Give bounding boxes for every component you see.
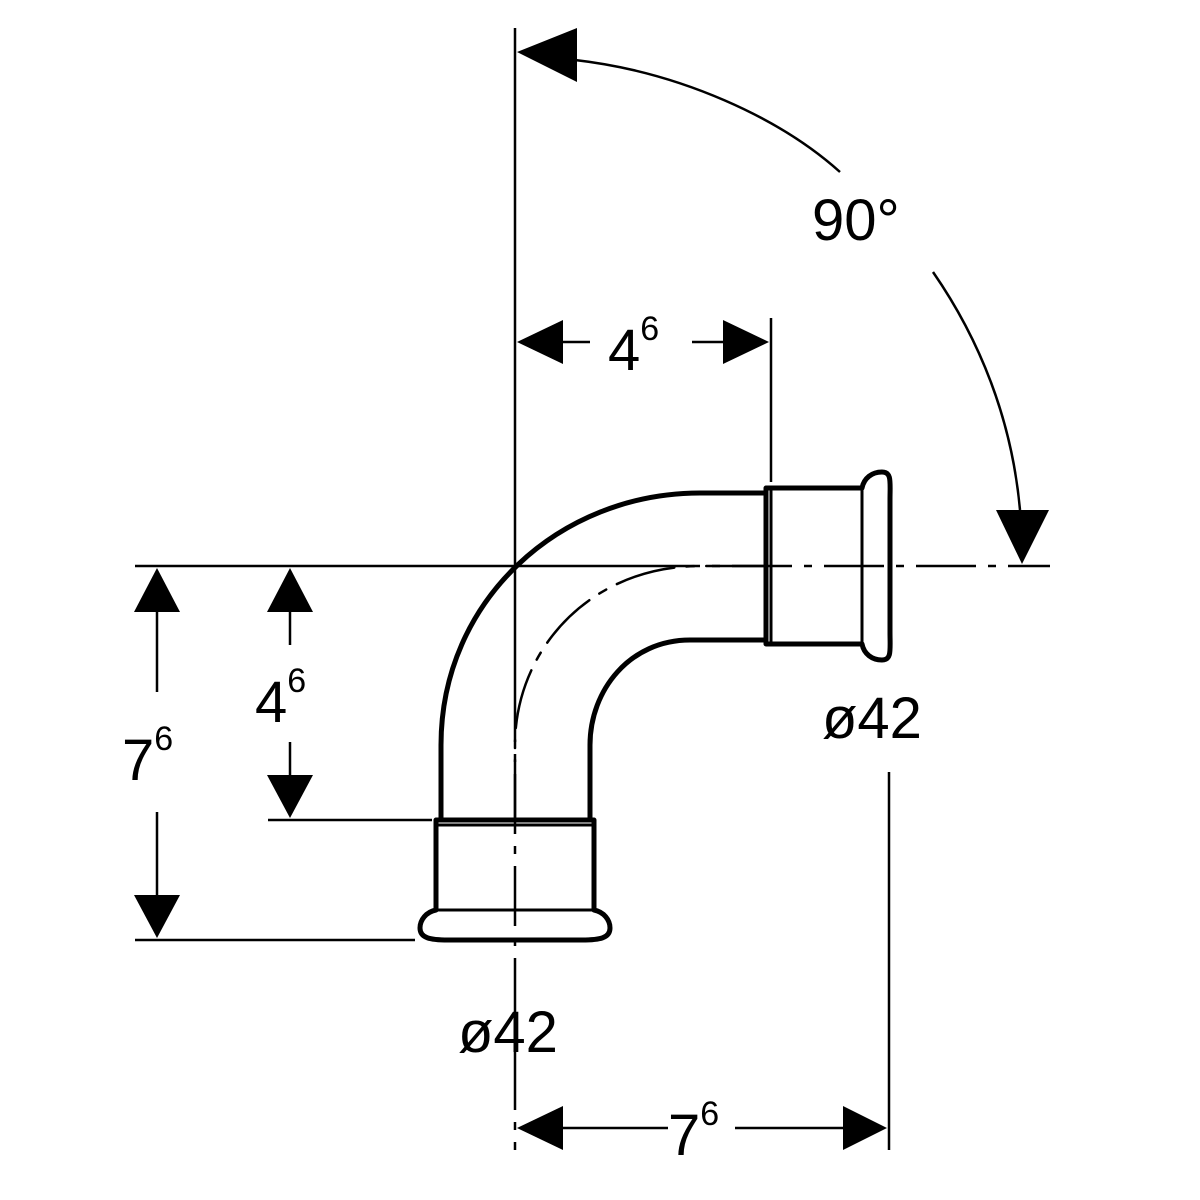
elbow-fitting <box>417 469 893 943</box>
bottom-press-fitting <box>417 817 613 943</box>
left-inner-base: 4 <box>255 670 287 735</box>
top-offset-label: 46 <box>608 310 659 383</box>
dimension-lines <box>134 28 1049 1150</box>
diameter-right-label: ø42 <box>822 686 922 751</box>
left-outer-base: 7 <box>122 728 154 793</box>
dim-left-inner-arrow-top <box>267 568 313 612</box>
left-inner-label: 46 <box>255 662 306 735</box>
dim-top-arrow-right <box>723 320 769 364</box>
angle-arrow-top <box>517 28 577 82</box>
bottom-length-base: 7 <box>668 1103 700 1168</box>
angle-arc-upper <box>574 58 841 173</box>
left-outer-label: 76 <box>122 720 173 793</box>
top-offset-sup: 6 <box>640 310 659 348</box>
top-offset-base: 4 <box>608 318 640 383</box>
bend-centerline <box>513 564 768 822</box>
dim-left-outer-arrow-top <box>134 568 180 612</box>
right-press-fitting <box>763 469 893 663</box>
inner-bend-wall <box>587 637 769 823</box>
reference-lines <box>135 28 1050 1150</box>
left-outer-sup: 6 <box>154 720 173 758</box>
dim-bottom-arrow-left <box>517 1106 563 1150</box>
angle-label: 90° <box>812 188 900 253</box>
outer-bend-wall <box>438 490 769 823</box>
bottom-length-sup: 6 <box>700 1095 719 1133</box>
bottom-length-label: 76 <box>668 1095 719 1168</box>
angle-arrow-right <box>996 510 1049 564</box>
dimension-labels: 90° 46 46 76 ø42 ø42 76 <box>122 188 922 1168</box>
diameter-bottom-label: ø42 <box>458 1000 558 1065</box>
dim-left-inner-arrow-bottom <box>267 775 313 818</box>
angle-arc-lower <box>931 271 1022 511</box>
left-inner-sup: 6 <box>287 662 306 700</box>
dim-top-arrow-left <box>517 320 563 364</box>
dim-bottom-arrow-right <box>843 1106 887 1150</box>
dim-left-outer-arrow-bottom <box>134 895 180 938</box>
